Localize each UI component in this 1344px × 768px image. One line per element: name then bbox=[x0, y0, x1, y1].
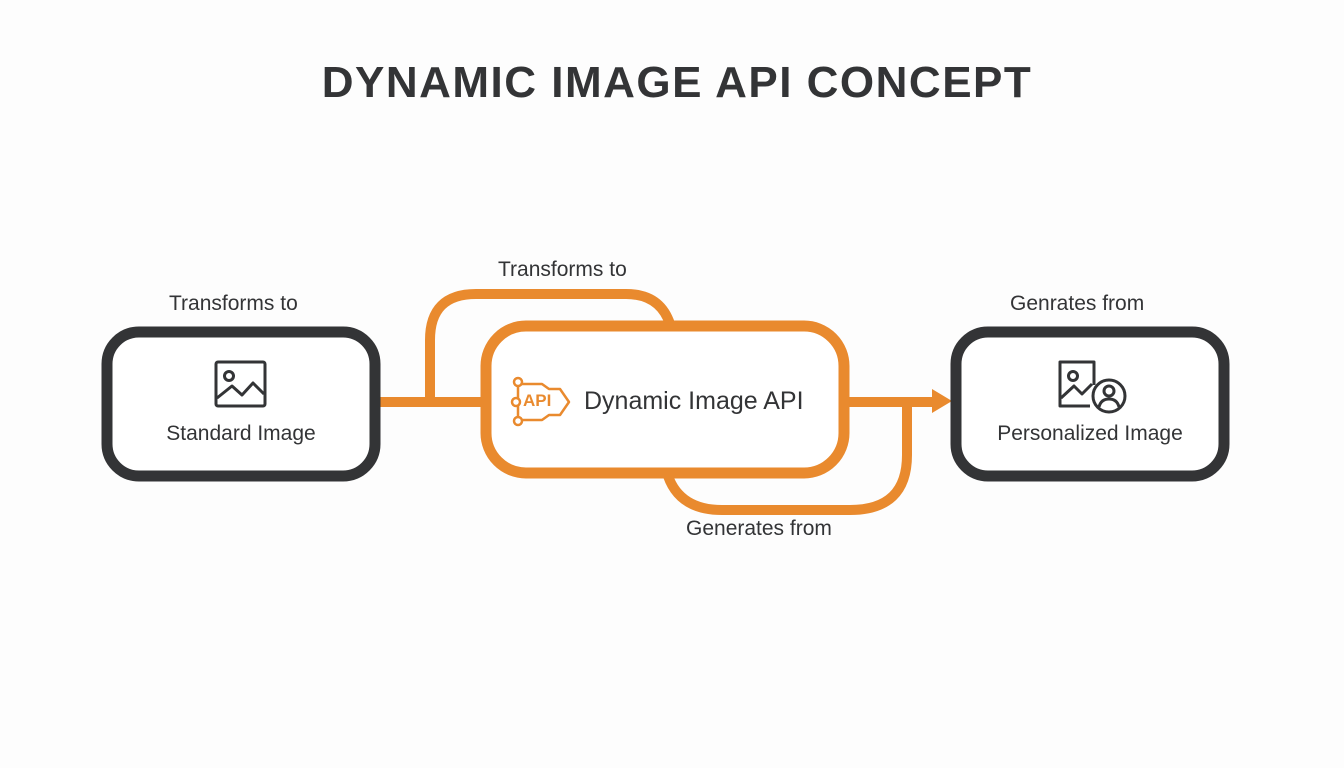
image-icon bbox=[214, 360, 267, 408]
standard-image-label: Standard Image bbox=[166, 422, 316, 445]
bottom-loop-label: Generates from bbox=[686, 517, 832, 540]
api-icon-text: API bbox=[523, 391, 552, 410]
connector-top-loop bbox=[425, 289, 675, 402]
api-box bbox=[480, 320, 850, 479]
personalized-image-label: Personalized Image bbox=[997, 422, 1183, 445]
personalized-caption: Genrates from bbox=[1010, 292, 1145, 315]
diagram-title: DYNAMIC IMAGE API CONCEPT bbox=[321, 58, 1033, 107]
api-label: Dynamic Image API bbox=[584, 387, 804, 415]
api-tag-icon bbox=[510, 376, 571, 427]
personalized-image-icon bbox=[1058, 360, 1127, 414]
top-loop-label: Transforms to bbox=[498, 258, 627, 281]
connector-bottom-loop bbox=[663, 402, 912, 515]
personalized-image-box bbox=[950, 326, 1230, 482]
standard-image-box bbox=[101, 326, 381, 482]
arrowhead-icon bbox=[932, 389, 952, 413]
standard-caption: Transforms to bbox=[169, 292, 298, 315]
